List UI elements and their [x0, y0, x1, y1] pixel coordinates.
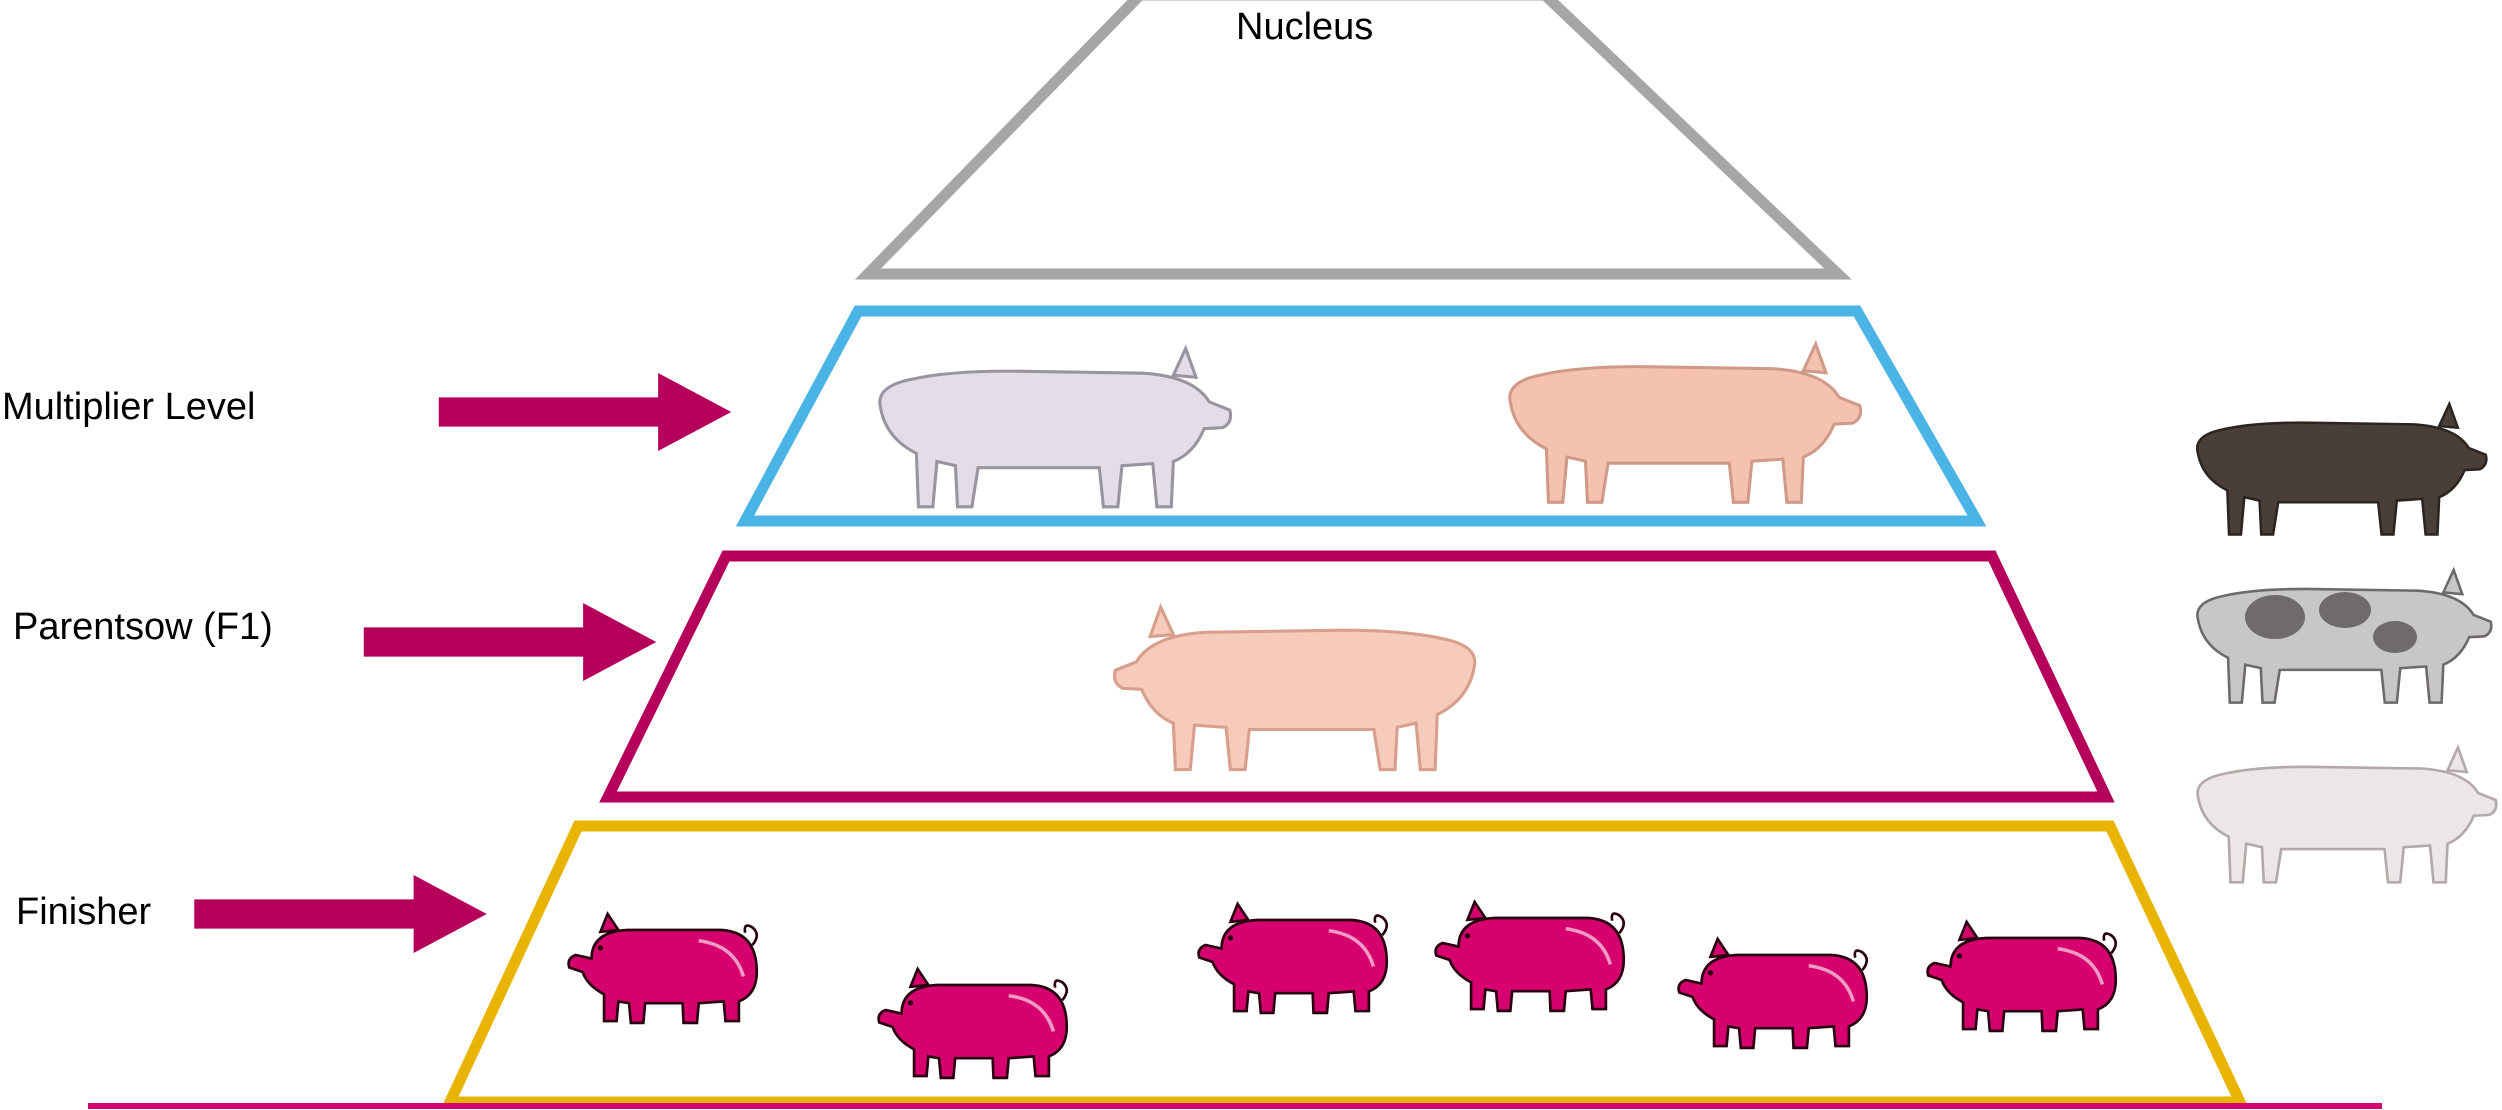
finisher-pigs	[569, 902, 2116, 1078]
finisher-pig-icon	[1436, 902, 1624, 1011]
side-pig-white-photo	[2198, 748, 2497, 883]
tier-multiplier	[745, 311, 1977, 521]
side-pig-dark-photo	[2197, 404, 2486, 534]
tier-finisher	[450, 826, 2240, 1102]
tier-parentsow	[608, 556, 2106, 797]
multiplier-level-label: Multiplier Level	[2, 386, 255, 429]
parentsow-label: Parentsow (F1)	[13, 606, 273, 649]
multiplier-pig-pink-photo	[1510, 344, 1861, 502]
arrow-finisher	[194, 875, 487, 953]
arrow-multiplier	[439, 373, 732, 451]
arrow-parentsow	[364, 603, 657, 681]
finisher-pig-icon	[1199, 904, 1387, 1013]
finisher-label: Finisher	[16, 891, 151, 934]
finisher-pig-icon	[879, 969, 1067, 1078]
side-pig-spotted-photo	[2197, 570, 2491, 703]
finisher-pig-icon	[1679, 939, 1867, 1048]
finisher-pig-icon	[569, 914, 757, 1023]
nucleus-title: Nucleus	[1236, 6, 1373, 49]
multiplier-pig-white-photo	[880, 349, 1231, 507]
finisher-pig-icon	[1928, 922, 2116, 1031]
parentsow-pig-photo	[1115, 607, 1475, 770]
